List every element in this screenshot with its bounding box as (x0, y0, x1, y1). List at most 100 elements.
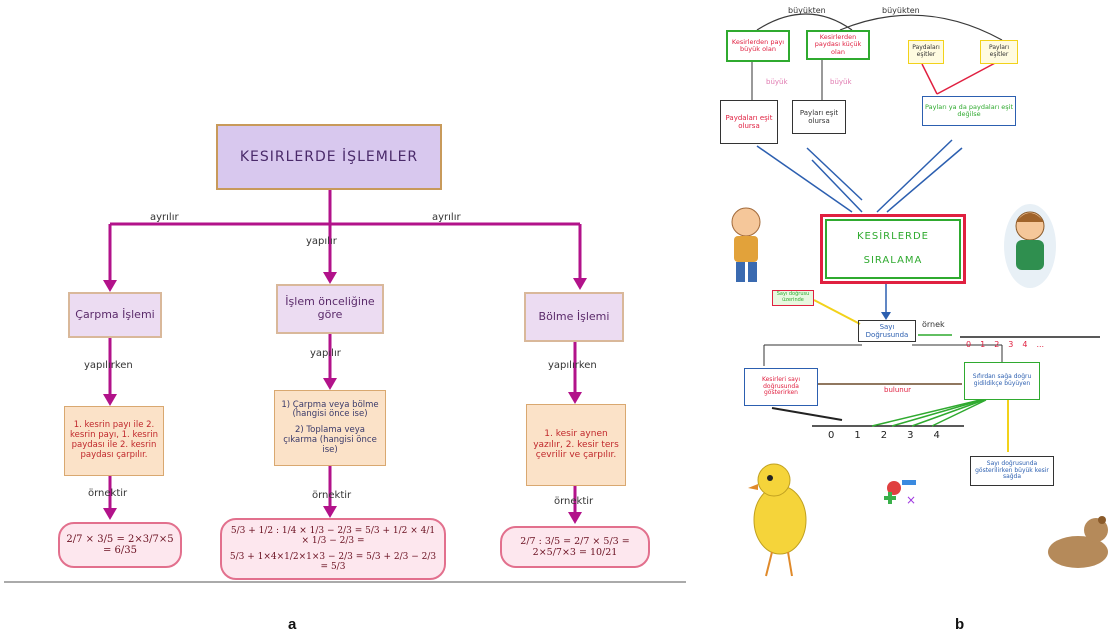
nl-top-5: ... (1036, 340, 1045, 349)
center-title-line2: SIRALAMA (863, 255, 923, 267)
panel-a-concept-map: KESIRLERDE İŞLEMLER ayrılır yapılır ayrı… (4, 124, 686, 633)
label-bulunur: bulunur (884, 386, 912, 394)
link-mid3-top3 (921, 63, 938, 95)
top-box-2: Kesirlerden paydası küçük olan (806, 30, 870, 60)
branch-title-bolme: Bölme İşlemi (538, 309, 610, 323)
arrow-center-mid3 (876, 139, 953, 213)
arrow-center-mid2b (811, 159, 863, 213)
panel-b-concept-map: × büyükten büyükten Kesirlerden payı büy… (712, 0, 1108, 639)
link-lower-left-numberline (771, 407, 843, 421)
nl-top-3: 3 (1008, 340, 1014, 349)
svg-text:×: × (906, 493, 916, 507)
arrow-head-right (573, 278, 587, 290)
arrow-head-center-down (881, 312, 891, 320)
number-line-bottom-labels: 0 1 2 3 4 (828, 430, 968, 444)
branch-title-carpma: Çarpma İşlemi (75, 307, 155, 321)
center-title-line1: KESİRLERDE (857, 231, 929, 243)
bear-illustration (1048, 516, 1108, 568)
top-box-3-text: Paydaları eşitler (912, 44, 940, 58)
arrow-center-mid1 (756, 145, 853, 213)
sayi-dogrusunda-box: Sayı Doğrusunda (858, 320, 916, 342)
rule-text-oncelik-1: 1) Çarpma veya bölme (hangisi önce ise) (281, 399, 379, 420)
rule-text-bolme: 1. kesir aynen yazılır, 2. kesir ters çe… (533, 429, 619, 461)
example-arrow-right (568, 512, 582, 524)
label-ornek: örnek (922, 320, 945, 329)
chick-illustration (748, 463, 807, 577)
top-arc-right (839, 14, 1003, 41)
example-text-carpma: 2/7 × 3/5 = 2×3/7×5 = 6/35 (66, 534, 174, 556)
math-symbols-icon: × (884, 480, 916, 507)
top-box-1-text: Kesirlerden payı büyük olan (731, 37, 785, 53)
lower-left-text: Kesirleri sayı doğrusunda gösterirken (761, 375, 800, 397)
nl-top-0: 0 (966, 340, 972, 349)
green-link-2 (891, 399, 983, 427)
label-buyuk-1: büyük (766, 78, 788, 86)
nl-bottom-4: 4 (933, 430, 940, 441)
lower-right-text: Sıfırdan sağa doğru gidildikçe büyüyen (972, 373, 1032, 387)
link-mid3-top4 (936, 61, 998, 95)
mid-box-1-text: Paydaları eşit olursa (725, 113, 773, 130)
rule-arrow-center (323, 378, 337, 390)
nl-top-4: 4 (1022, 340, 1028, 349)
sayi-dogrusunda-text: Sayı Doğrusunda (865, 322, 909, 339)
label-top-arc-right: büyükten (882, 6, 920, 15)
rule-box-bolme: 1. kesir aynen yazılır, 2. kesir ters çe… (526, 404, 626, 486)
rule-text-oncelik-2: 2) Toplama veya çıkarma (hangisi önce is… (283, 425, 377, 455)
label-yapilirken-right: yapılırken (548, 360, 597, 371)
top-box-1: Kesirlerden payı büyük olan (726, 30, 790, 62)
small-box-sayi: Sayı doğrusu üzerinde (772, 290, 814, 306)
link-small-box (813, 299, 861, 325)
small-box-sayi-text: Sayı doğrusu üzerinde (776, 291, 810, 303)
example-text-oncelik-1: 5/3 + 1/2 : 1/4 × 1/3 − 2/3 = 5/3 + 1/2 … (230, 526, 436, 546)
top-box-4-text: Payları eşitler (988, 44, 1010, 58)
example-formula-oncelik: 5/3 + 1/2 : 1/4 × 1/3 − 2/3 = 5/3 + 1/2 … (220, 518, 446, 580)
label-ayrilir-right: ayrılır (432, 212, 461, 223)
nl-top-2: 2 (994, 340, 1000, 349)
rule-arrow-left (103, 394, 117, 406)
mid-box-3: Payları ya da paydaları eşit değilse (922, 96, 1016, 126)
title-text: KESIRLERDE İŞLEMLER (239, 148, 419, 165)
example-formula-bolme: 2/7 : 3/5 = 2/7 × 5/3 = 2×5/7×3 = 10/21 (500, 526, 650, 568)
branch-box-bolme: Bölme İşlemi (524, 292, 624, 342)
label-top-arc-left: büyükten (788, 6, 826, 15)
panel-a-connectors (4, 190, 686, 583)
green-link-1 (871, 399, 981, 427)
bottom-box: Sayı doğrusunda gösterilirken büyük kesi… (970, 456, 1054, 486)
center-title-box: KESİRLERDE SIRALAMA (820, 214, 966, 284)
mid-box-2-text: Payları eşit olursa (799, 108, 839, 125)
top-arc-left (756, 13, 853, 31)
nl-bottom-1: 1 (854, 430, 861, 441)
rule-text-carpma: 1. kesrin payı ile 2. kesrin payı, 1. ke… (70, 420, 158, 460)
number-line-top-labels: 0 1 2 3 4 ... (966, 340, 1106, 352)
label-buyuk-2: büyük (830, 78, 852, 86)
bottom-box-text: Sayı doğrusunda gösterilirken büyük kesi… (975, 459, 1049, 481)
top-box-4: Payları eşitler (980, 40, 1018, 64)
branch-box-oncelik: İşlem önceliğine göre (276, 284, 384, 334)
panel-b-connectors: × (731, 13, 1108, 577)
example-arrow-left (103, 508, 117, 520)
top-box-2-text: Kesirlerden paydası küçük olan (814, 32, 862, 56)
rule-box-oncelik: 1) Çarpma veya bölme (hangisi önce ise) … (274, 390, 386, 466)
label-ornektir-left: örnektir (88, 488, 128, 499)
green-link-3 (911, 399, 985, 427)
arrow-head-center (323, 272, 337, 284)
rule-arrow-right (568, 392, 582, 404)
title-box: KESIRLERDE İŞLEMLER (216, 124, 442, 190)
example-text-bolme: 2/7 : 3/5 = 2/7 × 5/3 = 2×5/7×3 = 10/21 (520, 536, 630, 558)
lower-left-box: Kesirleri sayı doğrusunda gösterirken (744, 368, 818, 406)
branch-title-oncelik: İşlem önceliğine göre (285, 295, 375, 321)
arrow-center-mid3b (886, 147, 963, 213)
branch-box-carpma: Çarpma İşlemi (68, 292, 162, 338)
example-text-oncelik-2: 5/3 + 1×4×1/2×1×3 − 2/3 = 5/3 + 2/3 − 2/… (229, 552, 437, 572)
nl-bottom-0: 0 (828, 430, 835, 441)
caption-b: b (955, 616, 965, 633)
label-yapilir-top: yapılır (306, 236, 337, 247)
green-link-4 (931, 399, 987, 427)
nl-top-1: 1 (980, 340, 986, 349)
arrow-head-left (103, 280, 117, 292)
mid-box-1: Paydaları eşit olursa (720, 100, 778, 144)
label-ornektir-right: örnektir (554, 496, 594, 507)
caption-a: a (288, 616, 297, 633)
boy-illustration-left (731, 207, 761, 282)
example-formula-carpma: 2/7 × 3/5 = 2×3/7×5 = 6/35 (58, 522, 182, 568)
